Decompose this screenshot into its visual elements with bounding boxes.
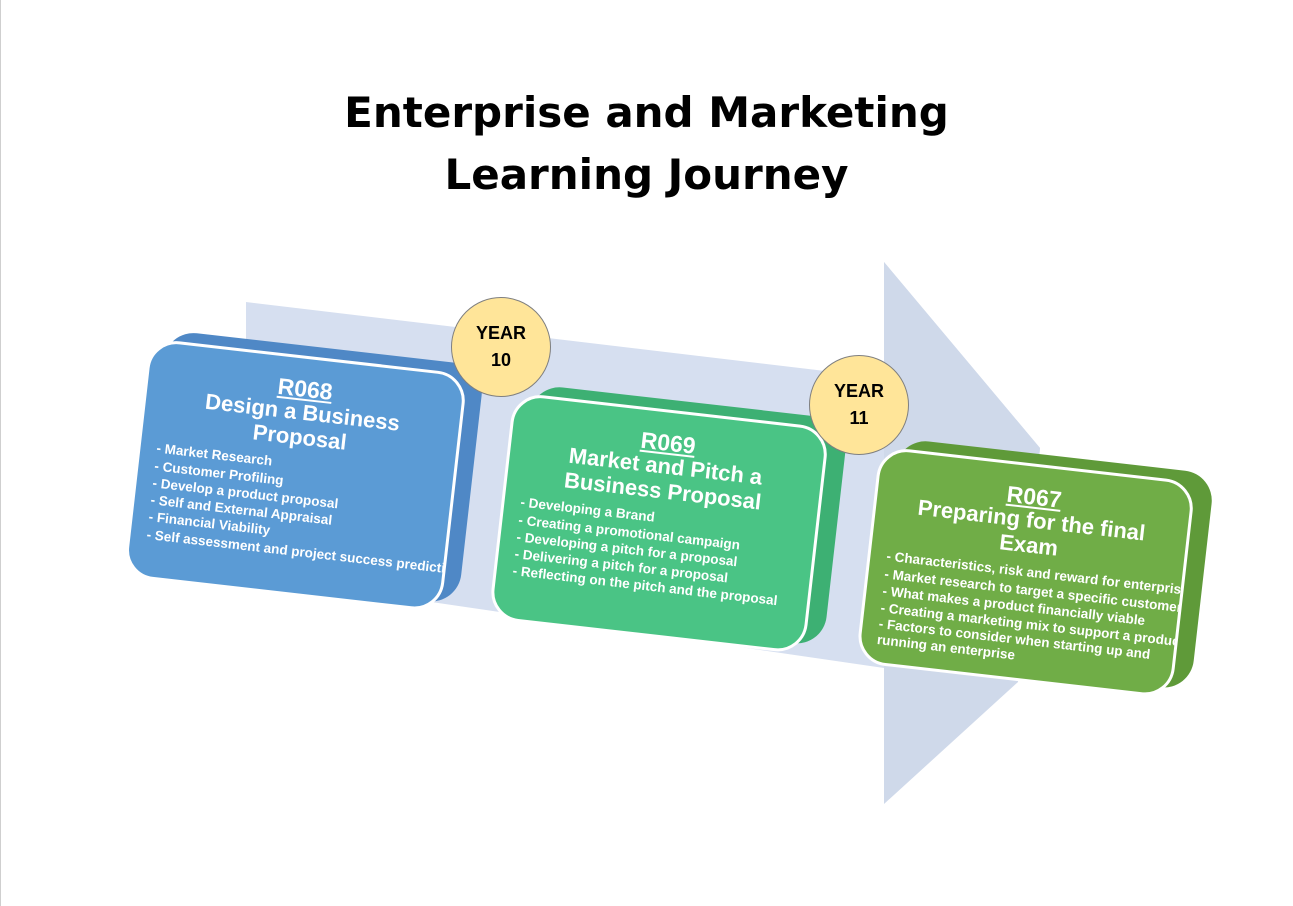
year-number: 10 [490,350,512,370]
unit-card-r068: R068 Design a Business Proposal - Market… [122,329,485,613]
page-edge-line [0,0,1,906]
unit-card-r067: R067 Preparing for the final Exam - Char… [855,438,1215,699]
unit-card-face: R069 Market and Pitch a Business Proposa… [488,392,830,655]
unit-card-r069: R069 Market and Pitch a Business Proposa… [488,384,849,655]
page-title: Enterprise and Marketing [344,88,949,137]
unit-card-face: R068 Design a Business Proposal - Market… [122,338,468,613]
year-number: 11 [849,408,869,428]
year-10-badge: YEAR 10 [451,297,551,397]
unit-card-face: R067 Preparing for the final Exam - Char… [855,446,1196,699]
page-subtitle: Learning Journey [444,150,849,199]
year-label: YEAR [475,323,526,343]
year-11-badge: YEAR 11 [809,355,909,455]
year-label: YEAR [833,381,884,401]
